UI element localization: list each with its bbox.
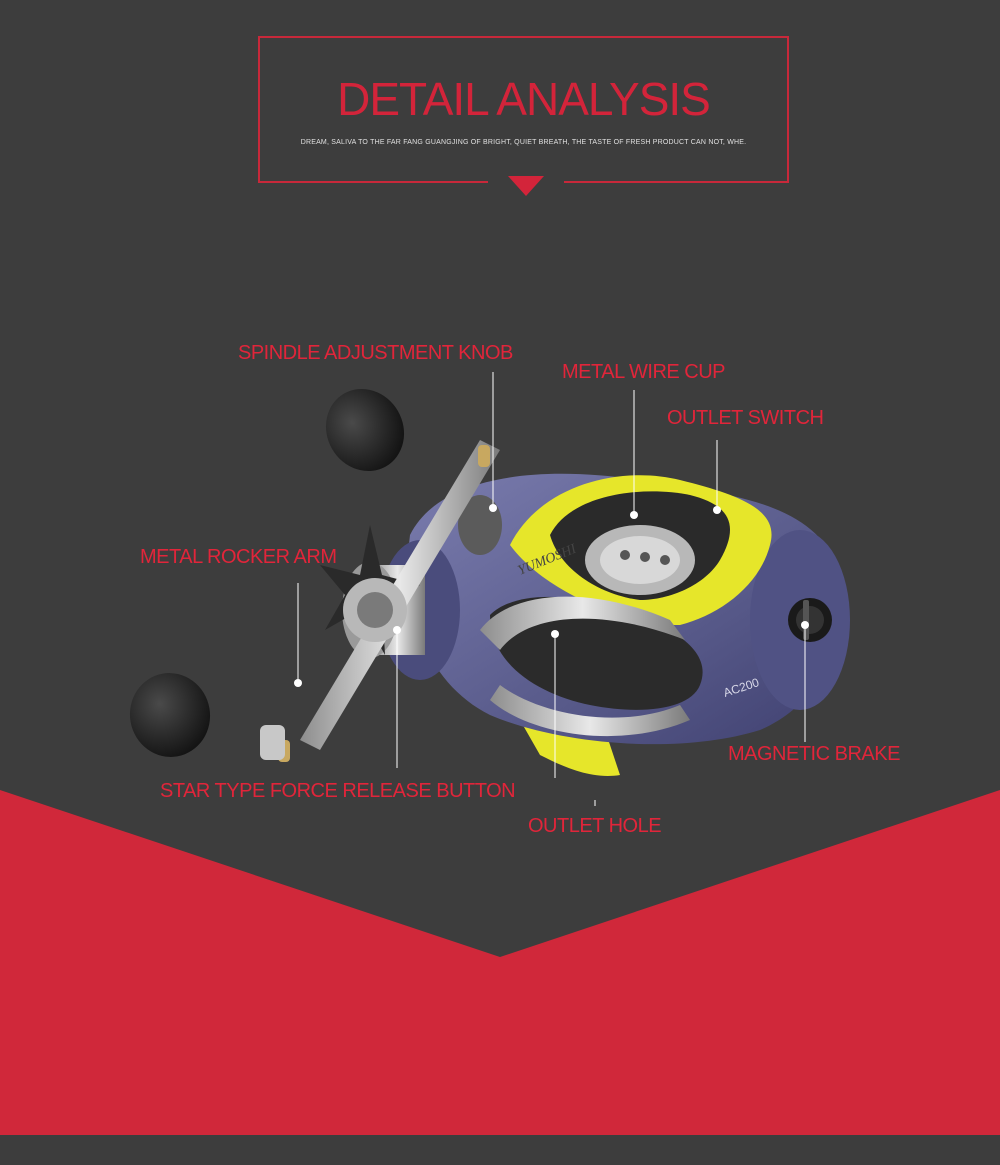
label-star-type-force-release-button: STAR TYPE FORCE RELEASE BUTTON [160,780,516,802]
label-outlet-switch: OUTLET SWITCH [667,407,824,429]
fishing-reel-image: YUMOSHI AC200 [129,388,850,776]
label-metal-wire-cup: METAL WIRE CUP [562,361,726,383]
page-subtitle: DREAM, SALIVA TO THE FAR FANG GUANGJING … [300,139,747,146]
label-spindle-adjustment-knob: SPINDLE ADJUSTMENT KNOB [238,342,513,364]
label-metal-rocker-arm: METAL ROCKER ARM [140,546,337,568]
down-triangle-icon [508,176,544,196]
page-title: DETAIL ANALYSIS [337,73,711,125]
label-outlet-hole: OUTLET HOLE [528,815,662,837]
label-magnetic-brake: MAGNETIC BRAKE [728,743,900,765]
